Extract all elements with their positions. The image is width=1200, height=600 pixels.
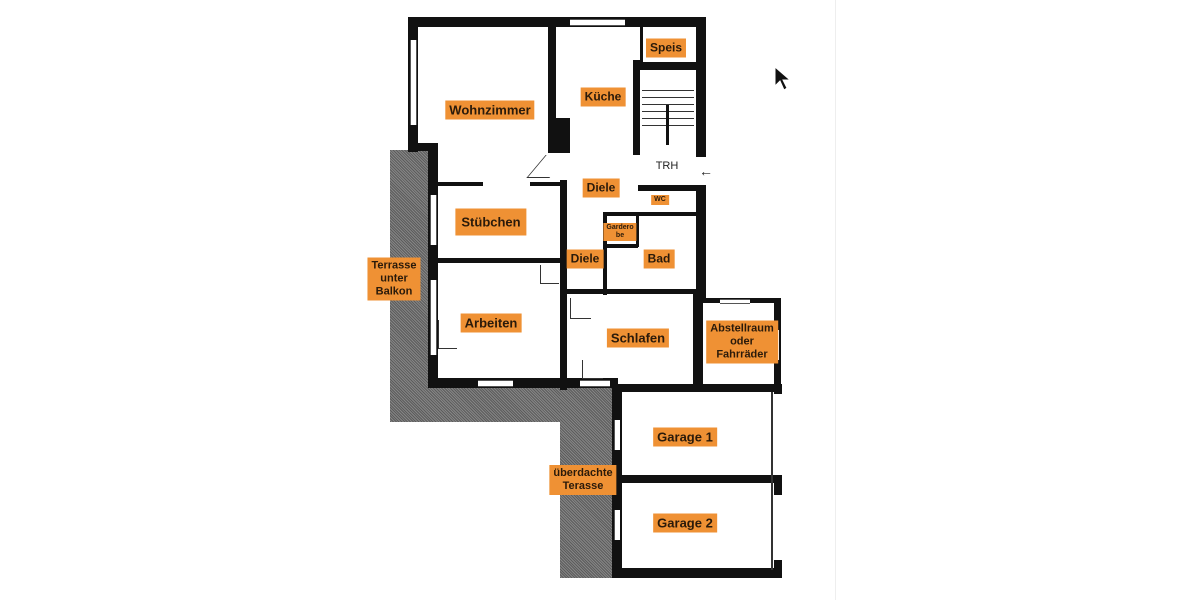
door-swing [540, 265, 559, 284]
window [410, 40, 417, 125]
stair-rail [666, 105, 669, 145]
wall [603, 212, 698, 216]
wall [603, 215, 607, 295]
wall [560, 180, 567, 390]
terrasse-line1: Terrasse [371, 259, 417, 272]
garderobe-line1: Gardero [606, 224, 634, 231]
door-swing [570, 298, 591, 319]
door-swing [582, 360, 603, 379]
wall [696, 17, 706, 157]
room-label-garage1: Garage 1 [653, 427, 717, 447]
garderobe-line2: be [615, 232, 625, 239]
room-label-garderobe: Gardero be [603, 223, 637, 241]
window [614, 510, 620, 540]
wall [633, 60, 640, 155]
window [614, 420, 620, 450]
room-label-terrasse: Terrasse unter Balkon [367, 257, 421, 301]
wall [638, 185, 698, 191]
window [478, 380, 513, 387]
door-swing [438, 320, 457, 349]
room-label-trh: TRH [655, 160, 679, 172]
wall [408, 17, 706, 27]
room-label-garage2: Garage 2 [653, 513, 717, 533]
terrace-under-balcony [390, 150, 430, 422]
wall [428, 378, 618, 388]
wall [428, 150, 438, 388]
terrasse-line3: Balkon [375, 285, 413, 298]
wall [612, 568, 782, 578]
wall [438, 182, 483, 186]
wall [774, 475, 782, 495]
wall [548, 118, 570, 153]
wall [603, 244, 638, 248]
abstell-line3: Fahrräder [716, 348, 768, 361]
wall [696, 185, 706, 300]
room-label-wohnzimmer: Wohnzimmer [445, 100, 535, 120]
wall [640, 27, 643, 62]
room-label-kueche: Küche [580, 87, 626, 107]
room-label-wc: WC [651, 195, 669, 205]
room-label-ueberdachte-terasse: überdachte Terasse [549, 465, 617, 495]
wall [693, 290, 703, 390]
page-edge-line [835, 0, 836, 600]
window [570, 19, 625, 26]
wall [530, 182, 560, 186]
wall [640, 62, 700, 70]
wall [612, 384, 782, 392]
room-label-arbeiten: Arbeiten [460, 313, 522, 333]
room-label-schlafen: Schlafen [606, 328, 670, 348]
window [580, 380, 610, 387]
wall [548, 27, 556, 152]
window [720, 299, 750, 304]
room-label-bad: Bad [643, 249, 675, 269]
abstell-line1: Abstellraum [710, 322, 774, 335]
room-label-abstellraum: Abstellraum oder Fahrräder [706, 320, 778, 364]
wall [774, 560, 782, 578]
terrasse-line2: unter [380, 272, 408, 285]
ueberdacht-line1: überdachte [553, 467, 613, 479]
door-swing [526, 155, 569, 178]
window [430, 195, 437, 245]
room-label-speis: Speis [645, 38, 687, 58]
wall [771, 392, 773, 570]
wall [636, 215, 639, 247]
wall [418, 143, 438, 151]
wall [612, 475, 782, 483]
room-label-diele-bottom: Diele [566, 249, 604, 269]
ueberdacht-line2: Terasse [562, 480, 604, 492]
mouse-cursor-icon [774, 66, 792, 91]
room-label-diele-top: Diele [582, 178, 620, 198]
wall [438, 258, 560, 263]
wall [774, 384, 782, 394]
room-label-stuebchen: Stübchen [455, 208, 527, 236]
abstell-line2: oder [730, 335, 754, 348]
window [430, 280, 437, 355]
wall [565, 289, 700, 294]
entrance-arrow-icon: ← [699, 163, 713, 179]
